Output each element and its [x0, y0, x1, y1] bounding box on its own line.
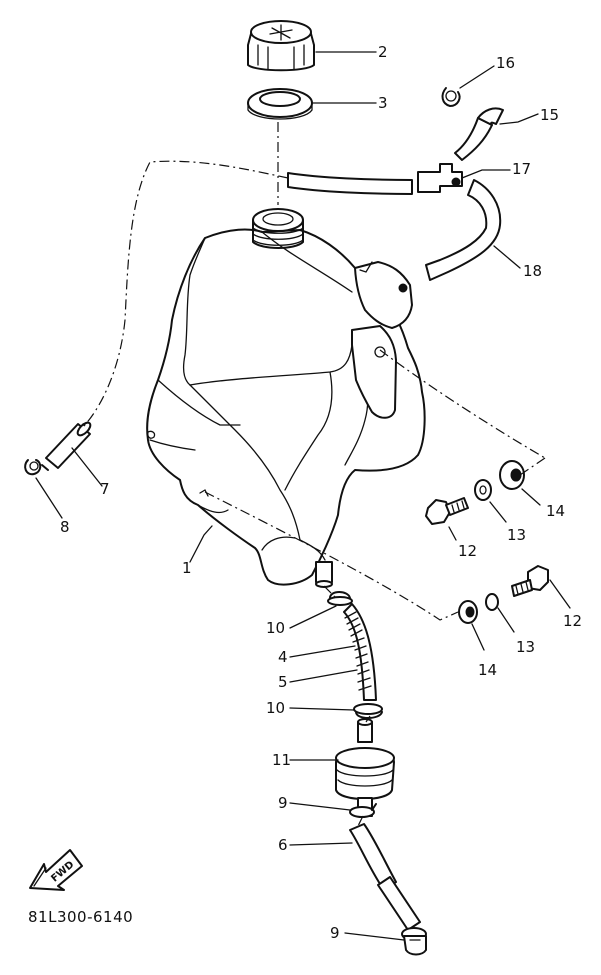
callout-14-lower: 14 [478, 661, 497, 679]
callout-5: 5 [278, 673, 288, 691]
fuel-hose [327, 591, 383, 719]
forward-direction-arrow: FWD [29, 849, 83, 891]
callout-2: 2 [378, 43, 388, 61]
callout-10-upper: 10 [266, 619, 285, 637]
leader-lines [35, 51, 571, 941]
lower-hose-assembly [349, 803, 427, 956]
callout-13-lower: 13 [516, 638, 535, 656]
callout-10-lower: 10 [266, 699, 285, 717]
breather-hose-assembly [287, 87, 504, 281]
callout-3: 3 [378, 94, 388, 112]
vent-hose [24, 421, 92, 476]
callout-12-upper: 12 [458, 542, 477, 560]
callout-12-lower: 12 [563, 612, 582, 630]
fuel-tank [146, 208, 426, 588]
callout-9-upper: 9 [278, 794, 288, 812]
callout-11: 11 [272, 751, 291, 769]
callout-9-lower: 9 [330, 924, 340, 942]
callout-labels: 1 2 3 4 5 6 7 8 9 9 10 10 11 12 12 13 13… [60, 43, 582, 942]
callout-18: 18 [523, 262, 542, 280]
callout-1: 1 [182, 559, 192, 577]
fuel-filter [335, 718, 395, 817]
callout-8: 8 [60, 518, 70, 536]
assembly-centerlines [81, 122, 546, 829]
callout-16: 16 [496, 54, 515, 72]
callout-17: 17 [512, 160, 531, 178]
tank-cap [247, 20, 315, 72]
callout-6: 6 [278, 836, 288, 854]
callout-7: 7 [100, 480, 110, 498]
callout-4: 4 [278, 648, 288, 666]
drawing-code: 81L300-6140 [28, 908, 133, 926]
callout-15: 15 [540, 106, 559, 124]
cap-gasket [247, 88, 313, 120]
mounting-hardware [425, 460, 549, 624]
callout-13-upper: 13 [507, 526, 526, 544]
callout-14-upper: 14 [546, 502, 565, 520]
